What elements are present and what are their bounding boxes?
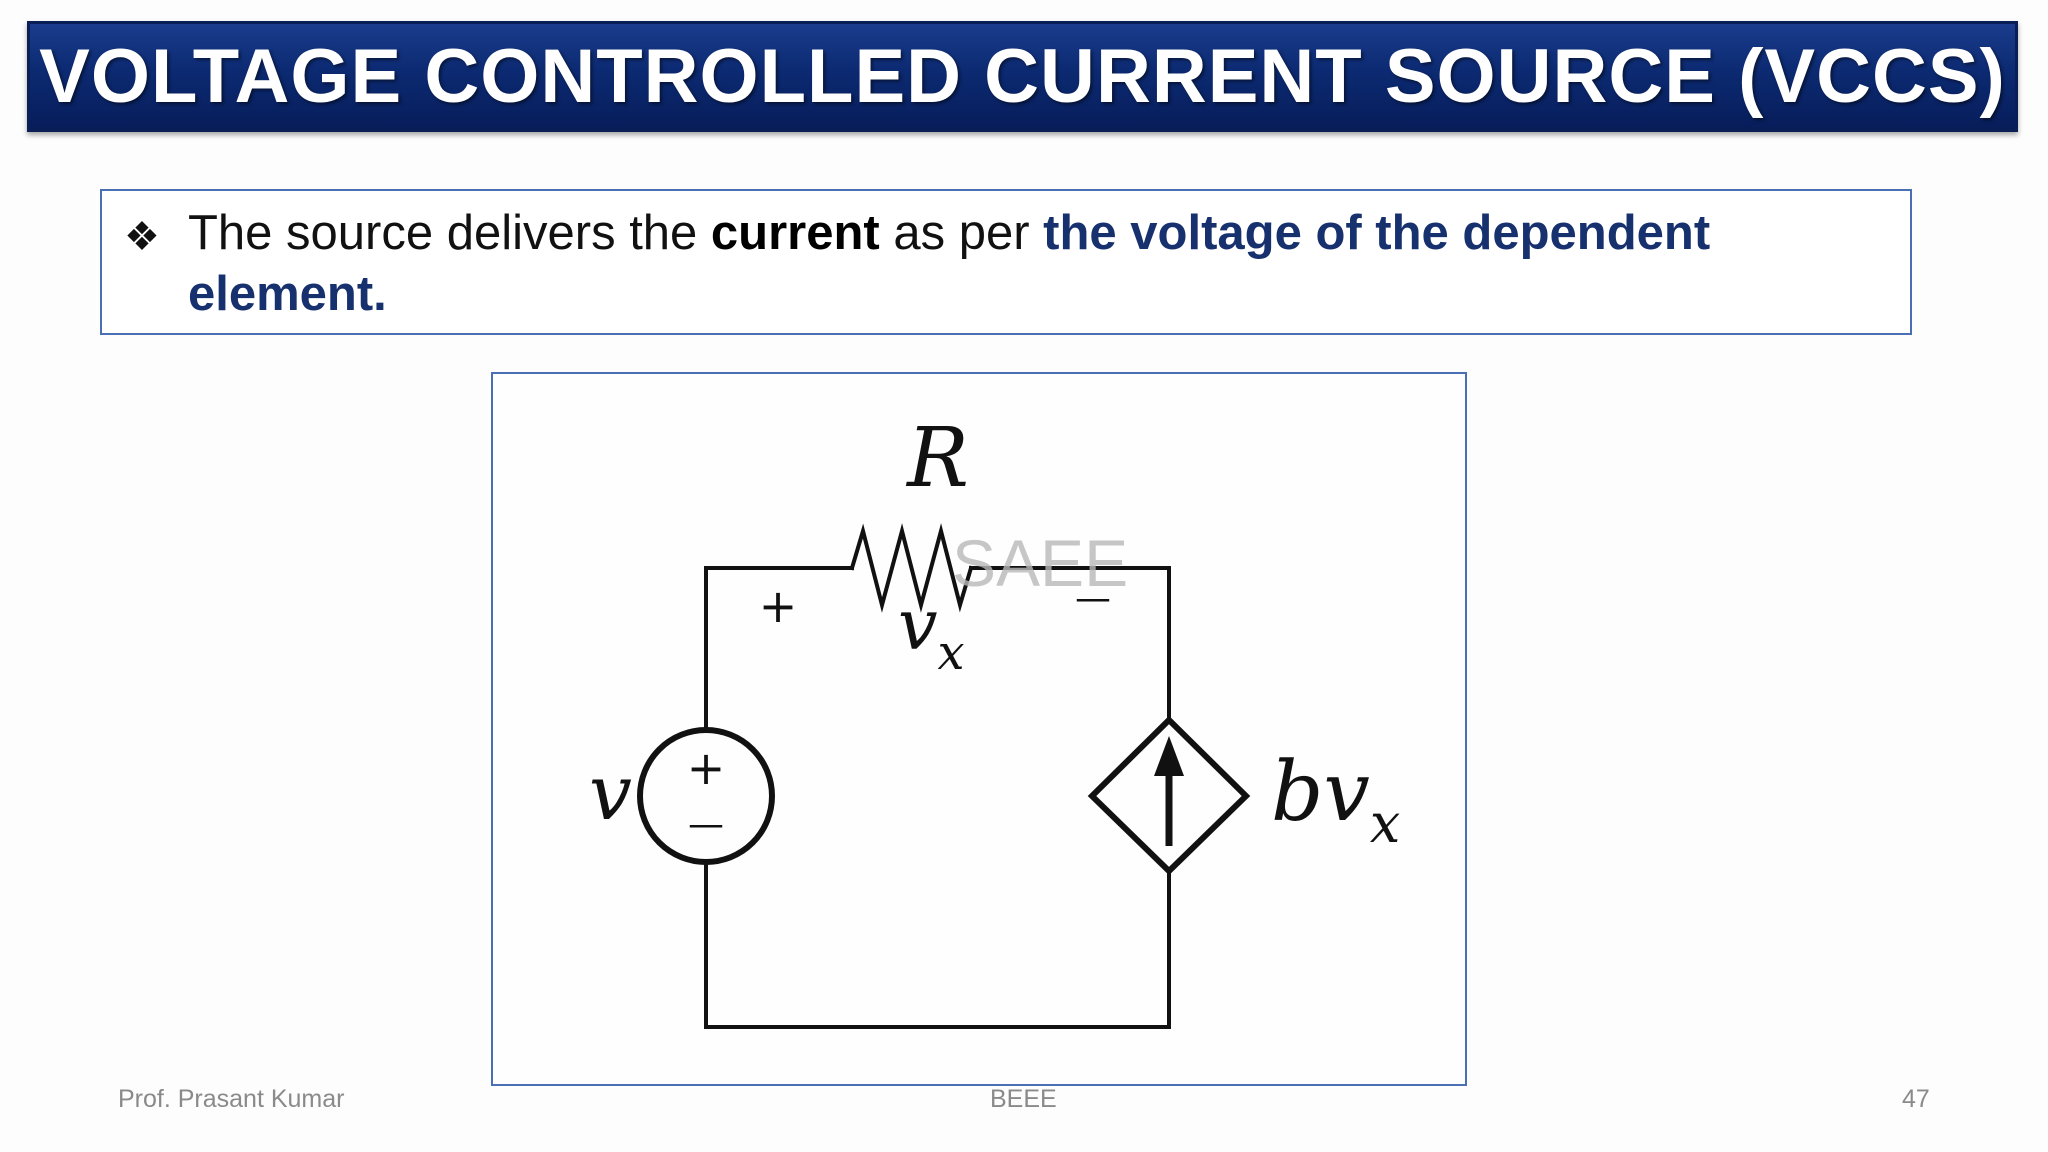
wire-left-bottom [704,859,1171,1029]
bullet-text-part2: as per [879,206,1044,260]
title-bar: VOLTAGE CONTROLLED CURRENT SOURCE (VCCS) [27,21,2018,132]
source-plus-sign: + [687,741,726,795]
up-arrow-icon [1154,736,1184,776]
circuit-diagram: R + SAEE — vx v + — bvx [589,411,1400,1029]
bullet-box: ❖ The source delivers the current as per… [100,189,1912,335]
voltage-source-circle [637,727,775,865]
vx-var: v [898,584,938,666]
footer-author: Prof. Prasant Kumar [118,1085,345,1113]
vx-subscript: x [938,625,965,681]
dep-b: b [1271,745,1324,840]
resistor-zigzag [849,523,974,613]
vx-minus-sign: — [1075,578,1111,619]
source-voltage-label: v [589,748,632,837]
dependent-source-label: bvx [1271,745,1400,855]
wire-top-right-h [969,566,1171,722]
dep-v: v [1324,745,1370,840]
bullet-accent-text: the voltage of the dependent element. [188,206,1711,321]
circuit-figure: R + SAEE — vx v + — bvx [491,372,1467,1086]
watermark: SAEE [952,526,1128,600]
vx-plus-sign: + [759,579,798,633]
footer-course: BEEE [990,1085,1057,1113]
resistor-label: R [905,411,969,506]
bullet-text: The source delivers the current as per t… [188,206,1710,321]
dep-subscript: x [1370,792,1400,855]
footer-page-number: 47 [1902,1085,1930,1113]
bullet-text-part1: The source delivers the [188,206,711,260]
vx-label: vx [898,584,965,681]
slide-title: VOLTAGE CONTROLLED CURRENT SOURCE (VCCS) [39,34,2006,119]
four-diamond-bullet-icon: ❖ [124,215,160,259]
source-minus-sign: — [688,804,724,845]
bullet-bold-current: current [710,206,880,260]
